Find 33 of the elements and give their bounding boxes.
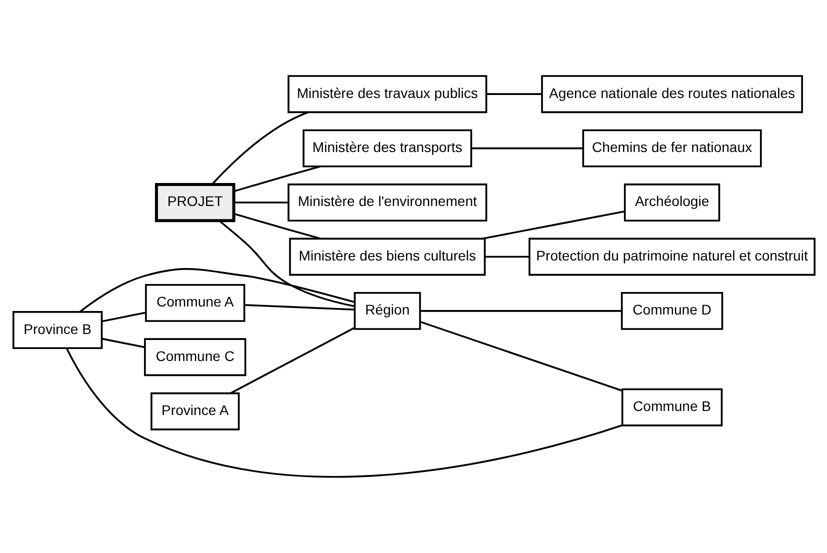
connector [482,210,624,240]
node-box: Commune A [144,284,245,322]
node-box: Ministère des transports [302,129,472,168]
node-box: Commune D [620,292,723,330]
node-box: Commune B [620,388,722,426]
connector [101,338,144,348]
node-box: Commune C [144,338,246,376]
connector [234,202,288,204]
node-box: Ministère de l'environnement [287,184,487,222]
node-box: Province A [150,392,240,430]
connector [210,111,308,185]
node-box: Chemins de fer nationaux [582,129,762,168]
node-box: Ministère des biens culturels [288,238,486,276]
node-box: Protection du patrimoine naturel et construit [528,238,815,276]
connector [233,212,320,240]
connector [218,220,354,308]
connector [420,310,622,312]
connector [419,320,622,392]
connector [65,348,622,478]
connector [233,166,320,192]
node-box: Région [353,292,420,330]
connector [486,93,542,95]
node-box: PROJET [154,182,235,222]
connector [244,304,354,311]
node-box: Agence nationale des routes nationales [540,75,802,114]
connector [101,312,146,322]
connector [78,268,354,312]
node-box: Archéologie [623,184,720,222]
node-box: Province B [12,311,102,349]
connector [484,256,529,258]
node-box: Ministère des travaux publics [287,75,487,114]
connector [230,326,355,394]
connector [470,147,582,150]
